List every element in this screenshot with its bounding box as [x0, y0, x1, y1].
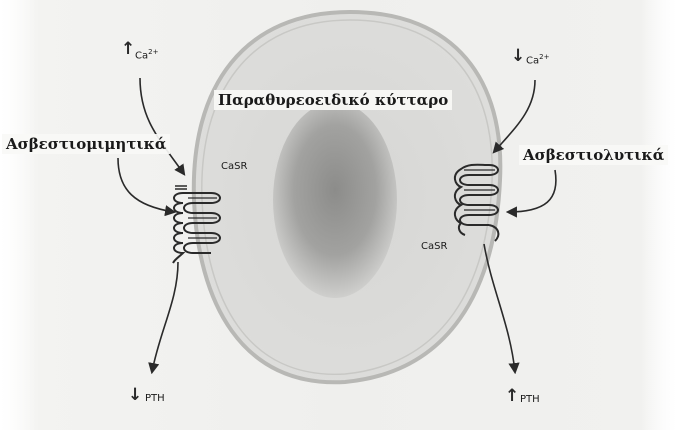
down-arrow-icon: ↓: [128, 387, 142, 404]
left-pth-label: PTH: [145, 393, 165, 404]
up-arrow-icon: ↑: [121, 41, 135, 58]
right-pth-label: PTH: [520, 394, 540, 405]
left-calcium-label: Ca2+: [135, 48, 158, 61]
up-arrow-icon: ↑: [505, 388, 519, 405]
left-casr-label: CaSR: [221, 161, 247, 172]
arrow-calcimimetics-to-receptor: [118, 158, 174, 212]
arrow-calcilytics-to-receptor: [508, 170, 556, 212]
down-arrow-icon: ↓: [511, 48, 525, 65]
right-casr-label: CaSR: [421, 241, 447, 252]
cell-nucleus: [273, 102, 397, 298]
arrow-ca-to-left-receptor: [140, 78, 184, 174]
right-calcium-label: Ca2+: [526, 53, 549, 66]
cell-title: Παραθυρεοειδικό κύτταρο: [214, 90, 452, 110]
calcilytics-label: Ασβεστιολυτικά: [519, 145, 668, 165]
arrow-right-receptor-to-pth: [484, 244, 515, 372]
calcimimetics-label: Ασβεστιομιμητικά: [2, 134, 170, 154]
arrow-left-receptor-to-pth: [152, 262, 178, 372]
